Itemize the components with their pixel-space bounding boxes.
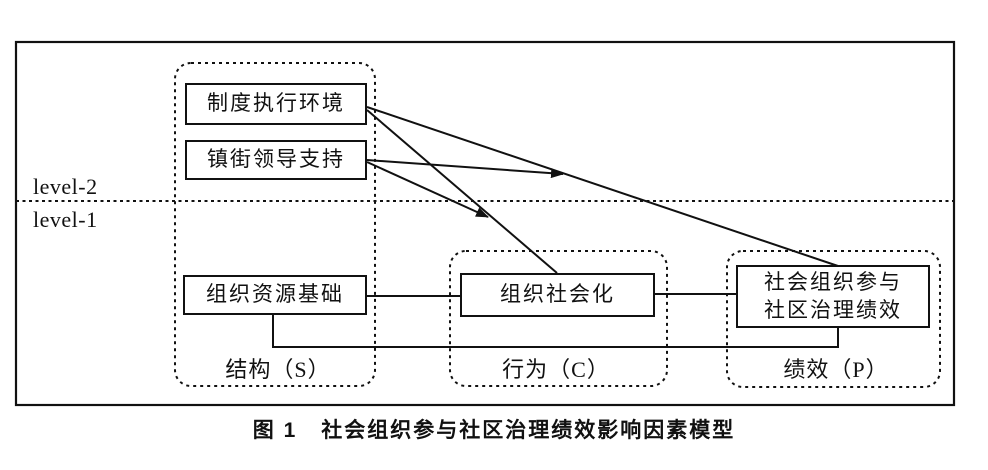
box-institution-environment-label: 制度执行环境 — [207, 91, 345, 116]
conduct-group-outline — [449, 250, 668, 387]
level-2-label: level-2 — [33, 174, 98, 199]
box-governance-performance: 社会组织参与 社区治理绩效 — [736, 265, 930, 328]
box-resource-base-label: 组织资源基础 — [206, 282, 344, 307]
box-organizational-socialization: 组织社会化 — [460, 273, 655, 317]
box-institution-environment: 制度执行环境 — [185, 83, 367, 125]
outer-frame — [14, 40, 956, 407]
level-1-label: level-1 — [33, 207, 98, 232]
box-leadership-support: 镇街领导支持 — [185, 140, 367, 180]
conduct-group-label: 行为（C） — [502, 357, 610, 382]
connector-resource-to-performance-elbow — [272, 315, 839, 348]
box-governance-performance-line2: 社区治理绩效 — [764, 297, 902, 322]
figure-caption-title: 社会组织参与社区治理绩效影响因素模型 — [321, 419, 736, 442]
arrow-leadership-to-socialization-path — [366, 161, 489, 218]
arrow-leadership-to-performance-path — [366, 159, 564, 179]
box-governance-performance-line1: 社会组织参与 — [764, 269, 902, 294]
figure-caption-tag: 图 1 — [252, 419, 298, 442]
performance-group-label: 绩效（P） — [783, 357, 889, 382]
figure-caption: 图 1 社会组织参与社区治理绩效影响因素模型 — [0, 414, 988, 444]
line-institution-to-performance — [366, 106, 839, 267]
structure-group-outline — [174, 62, 376, 387]
box-resource-base: 组织资源基础 — [183, 275, 367, 315]
structure-group-label: 结构（S） — [225, 357, 331, 382]
box-leadership-support-label: 镇街领导支持 — [207, 147, 345, 172]
box-organizational-socialization-label: 组织社会化 — [500, 282, 615, 307]
line-institution-to-socialization — [366, 109, 558, 274]
